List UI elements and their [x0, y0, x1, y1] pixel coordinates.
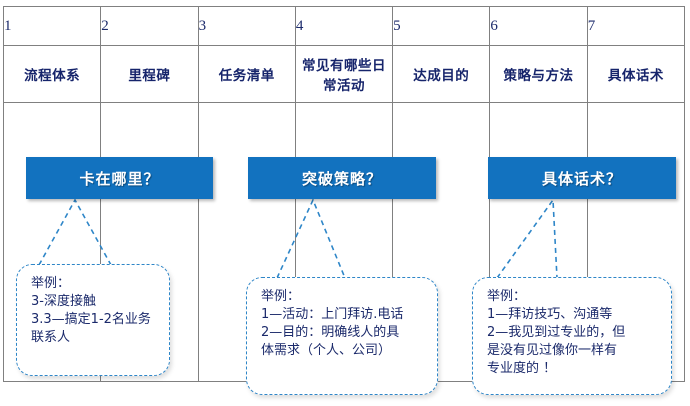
column-index-6: 6: [489, 6, 588, 46]
banner-label-2: 突破策略？: [301, 170, 382, 188]
banner-box-breakthrough-strategy[interactable]: 突破策略？: [248, 157, 436, 199]
banner-label-3: 具体话术？: [541, 170, 622, 188]
column-label-1: 流程体系: [2, 45, 102, 103]
column-index-4: 4: [294, 6, 394, 46]
callout-text-3: 举例： 1—拜访技巧、沟通等 2—我见到过专业的，但 是没有见过像你一样有 专业…: [487, 289, 626, 376]
column-index-5: 5: [392, 6, 491, 46]
column-label-7: 具体话术: [586, 45, 686, 103]
table-row-index: 1 2 3 4 5 6 7: [2, 6, 686, 46]
column-index-1: 1: [2, 6, 102, 46]
column-index-7: 7: [586, 6, 686, 46]
column-label-4: 常见有哪些日常活动: [294, 45, 394, 103]
callout-bubble-example-2: 举例： 1—活动：上门拜访.电话 2—目的：明确线人的具 体需求（个人、公司）: [246, 277, 438, 395]
column-label-2: 里程碑: [100, 45, 199, 103]
column-index-2: 2: [100, 6, 199, 46]
column-label-6: 策略与方法: [489, 45, 588, 103]
banner-box-where-stuck[interactable]: 卡在哪里？: [26, 157, 213, 199]
banner-label-1: 卡在哪里？: [79, 170, 160, 188]
banner-box-specific-script[interactable]: 具体话术？: [488, 157, 676, 199]
callout-text-2: 举例： 1—活动：上门拜访.电话 2—目的：明确线人的具 体需求（个人、公司）: [261, 289, 404, 358]
column-label-5: 达成目的: [392, 45, 491, 103]
column-label-3: 任务清单: [197, 45, 296, 103]
callout-bubble-example-3: 举例： 1—拜访技巧、沟通等 2—我见到过专业的，但 是没有见过像你一样有 专业…: [472, 277, 672, 395]
column-index-3: 3: [197, 6, 296, 46]
callout-bubble-example-1: 举例： 3-深度接触 3.3—搞定1-2名业务 联系人: [16, 264, 170, 376]
table-row-labels: 流程体系 里程碑 任务清单 常见有哪些日常活动 达成目的 策略与方法 具体话术: [2, 45, 686, 103]
callout-text-1: 举例： 3-深度接触 3.3—搞定1-2名业务 联系人: [31, 276, 151, 345]
